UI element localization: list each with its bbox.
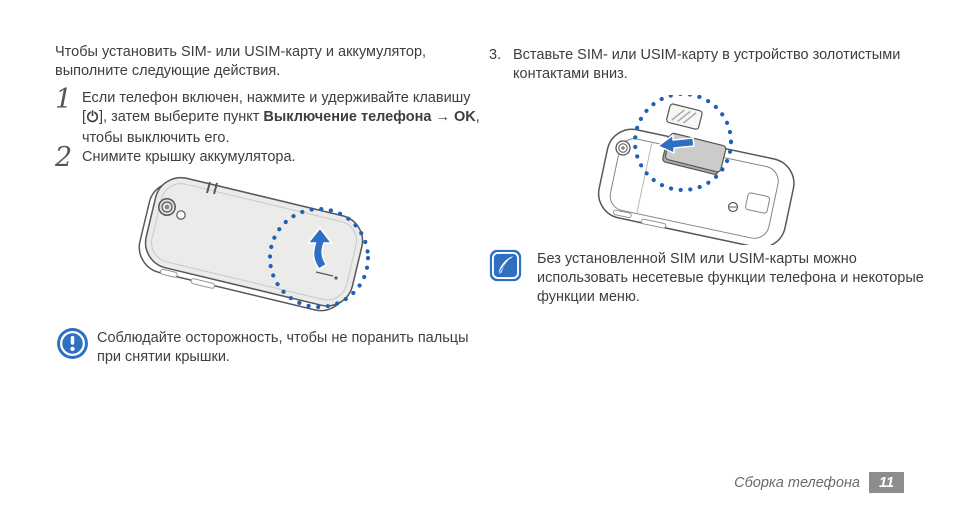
step-1-number: 1: [55, 84, 73, 115]
highlight-dotted-circle: [632, 95, 734, 193]
camera-lens-icon: [158, 198, 186, 220]
menu-item-label: Выключение телефона: [263, 109, 432, 125]
power-icon: [86, 109, 99, 129]
warning-text: Соблюдайте осторожность, чтобы не порани…: [97, 330, 469, 365]
camera-lens-icon: [615, 140, 631, 156]
highlight-dotted-circle: [267, 206, 371, 310]
page-number: 11: [869, 472, 904, 493]
step-1-text: Если телефон включен, нажмите и удержива…: [82, 90, 480, 146]
section-label: Сборка телефона: [734, 474, 860, 491]
step-3-number: 3.: [489, 47, 502, 63]
step-2-number: 2: [55, 142, 73, 173]
speaker-slits-icon: [206, 181, 218, 195]
sim-insertion-illustration: [597, 95, 795, 245]
note-text: Без установленной SIM или USIM-карты мож…: [537, 251, 924, 305]
ok-label: OK: [453, 109, 476, 125]
lift-arrow-icon: [307, 227, 333, 270]
pen-icon: [489, 249, 522, 287]
step-2-text: Снимите крышку аккумулятора.: [82, 149, 296, 165]
intro-text: Чтобы установить SIM- или USIM-карту и а…: [55, 44, 427, 79]
insert-arrow-icon: [657, 134, 695, 154]
arrow-glyph: →: [431, 109, 454, 125]
phone-back-cover-illustration: [138, 176, 371, 312]
exclamation-circle-icon: [56, 327, 89, 365]
sim-slot-icon: [666, 103, 703, 130]
page-footer: Сборка телефона 11: [734, 472, 904, 493]
step-3-text: Вставьте SIM- или USIM-карту в устройств…: [513, 47, 901, 82]
